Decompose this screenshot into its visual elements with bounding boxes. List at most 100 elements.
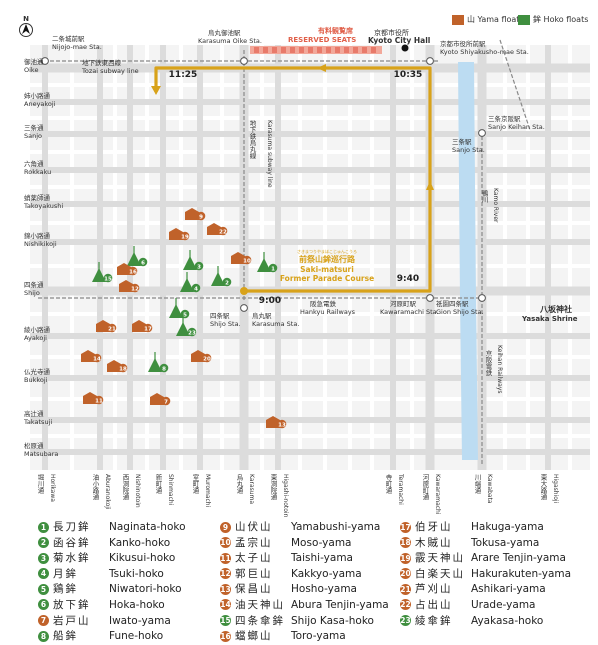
float-number: 20 bbox=[203, 356, 211, 362]
legend-name-jp: 月鉾 bbox=[53, 567, 78, 580]
street-label-jp: 堀川通 bbox=[36, 473, 44, 495]
float-number-badge bbox=[92, 353, 102, 363]
hoko-float-icon bbox=[211, 272, 225, 286]
legend-number: 10 bbox=[220, 537, 231, 549]
street-label-en: Nishikikoji bbox=[24, 240, 57, 248]
yama-float-icon bbox=[266, 416, 280, 428]
legend-name-jp: 綾傘鉾 bbox=[415, 614, 453, 627]
legend-name-jp: 孟宗山 bbox=[235, 536, 273, 549]
legend-number: 13 bbox=[220, 583, 231, 595]
street-label-jp: 六角通 bbox=[24, 159, 44, 168]
yama-float-icon bbox=[83, 392, 97, 404]
legend-name-en: Hoka-hoko bbox=[109, 598, 165, 611]
float-number: 15 bbox=[104, 276, 112, 282]
legend-name-en: Hakurakuten-yama bbox=[471, 567, 572, 580]
legend-number: 15 bbox=[220, 615, 231, 627]
legend-name-en: Ashikari-yama bbox=[471, 583, 546, 596]
legend-number: 7 bbox=[38, 615, 49, 627]
float-number: 14 bbox=[93, 356, 101, 362]
float-number-badge bbox=[242, 255, 252, 265]
float-number: 9 bbox=[199, 214, 203, 220]
float-fune-hoko: 8 bbox=[148, 352, 169, 372]
legend-name-en: Kikusui-hoko bbox=[109, 552, 176, 565]
reserved-seat-block bbox=[326, 47, 331, 53]
yama-float-icon bbox=[107, 360, 121, 372]
street-label-jp: 東洞院通 bbox=[269, 473, 277, 502]
float-kikusui-hoko: 3 bbox=[183, 250, 204, 270]
float-yamabushi-yama: 9 bbox=[185, 208, 206, 220]
station-marker bbox=[478, 294, 486, 302]
float-number-badge bbox=[128, 266, 138, 276]
street-label-jp: 烏丸通 bbox=[235, 473, 243, 495]
float-number: 23 bbox=[188, 330, 196, 336]
station-label: Kyoto Shiyakusho-mae Sta. bbox=[440, 48, 529, 56]
shrine-label: Yasaka Shrine bbox=[521, 315, 578, 323]
float-number: 17 bbox=[144, 326, 152, 332]
float-hakuga-yama: 17 bbox=[132, 320, 153, 332]
street-label-en: Higashioji bbox=[552, 474, 559, 504]
yama-float-icon bbox=[119, 280, 133, 292]
hoko-float-icon bbox=[176, 322, 190, 336]
street-label-jp: 高辻通 bbox=[24, 409, 44, 418]
north-arrow-icon bbox=[22, 24, 30, 34]
street-grid bbox=[30, 45, 590, 470]
legend-name-en: Niwatori-hoko bbox=[109, 583, 182, 596]
legend-number: 1 bbox=[38, 521, 49, 533]
float-number: 1 bbox=[271, 266, 275, 272]
legend-name-jp: 郭巨山 bbox=[235, 567, 273, 580]
float-number: 22 bbox=[219, 229, 227, 235]
float-number-badge bbox=[202, 353, 212, 363]
street-label-en: Takoyakushi bbox=[23, 202, 63, 210]
legend-name-en: Taishi-yama bbox=[291, 552, 353, 565]
station-label: Sanjo Sta. bbox=[452, 146, 485, 154]
line-label: Hankyu Railways bbox=[300, 308, 356, 316]
city-hall-label: Kyoto City Hall bbox=[368, 36, 430, 45]
legend-name-jp: 芦刈山 bbox=[415, 583, 453, 596]
legend-name-en: Ayakasa-hoko bbox=[471, 614, 544, 627]
float-kanko-hoko: 2 bbox=[211, 266, 232, 286]
route-label-en: Saki-matsuri bbox=[300, 265, 354, 274]
reserved-seat-block bbox=[308, 47, 313, 53]
yama-key-jp: 山 bbox=[467, 15, 475, 24]
station-label: Nijojo-mae Sta. bbox=[52, 43, 102, 51]
legend-number: 23 bbox=[400, 615, 411, 627]
float-shijo kasa-hoko: 15 bbox=[92, 262, 113, 283]
route-start-dot bbox=[240, 287, 248, 295]
route-label-jp: 前祭山鉾巡行路 bbox=[299, 254, 356, 264]
east-rail bbox=[499, 39, 531, 131]
float-number: 19 bbox=[181, 234, 189, 240]
street-label-en: Aburanokoji bbox=[104, 474, 111, 510]
reserved-seat-block bbox=[335, 47, 340, 53]
float-number-badge bbox=[180, 231, 190, 241]
float-tsuki-hoko: 4 bbox=[180, 272, 201, 293]
float-ashikari-yama: 21 bbox=[96, 320, 117, 332]
float-moso-yama: 10 bbox=[231, 252, 252, 265]
station-marker bbox=[426, 294, 434, 302]
float-number-badge bbox=[268, 263, 278, 273]
legend-name-en: Naginata-hoko bbox=[109, 521, 186, 533]
reserved-seat-block bbox=[353, 47, 358, 53]
station-label: Sanjo Keihan Sta. bbox=[488, 123, 545, 131]
yama-float-icon bbox=[117, 263, 131, 275]
station-label: 河原町駅 bbox=[390, 300, 417, 308]
float-naginata-hoko: 1 bbox=[257, 252, 278, 273]
float-number-badge bbox=[103, 273, 113, 283]
station-marker bbox=[240, 304, 248, 312]
station-marker bbox=[240, 57, 248, 65]
street-label-en: Ayakoji bbox=[24, 334, 47, 342]
route-time: 10:35 bbox=[394, 70, 423, 80]
float-number: 4 bbox=[194, 286, 198, 292]
map-features bbox=[38, 39, 531, 465]
legend-name-jp: 蟷螂山 bbox=[235, 630, 273, 643]
float-number-badge bbox=[191, 283, 201, 293]
reserved-seat-block bbox=[362, 47, 367, 53]
map-labels: N御池通Oike姉小路通Aneyakoji三条通Sanjo六角通Rokkaku蛸… bbox=[19, 15, 578, 518]
line-label: 阪急電鉄 bbox=[310, 299, 337, 308]
